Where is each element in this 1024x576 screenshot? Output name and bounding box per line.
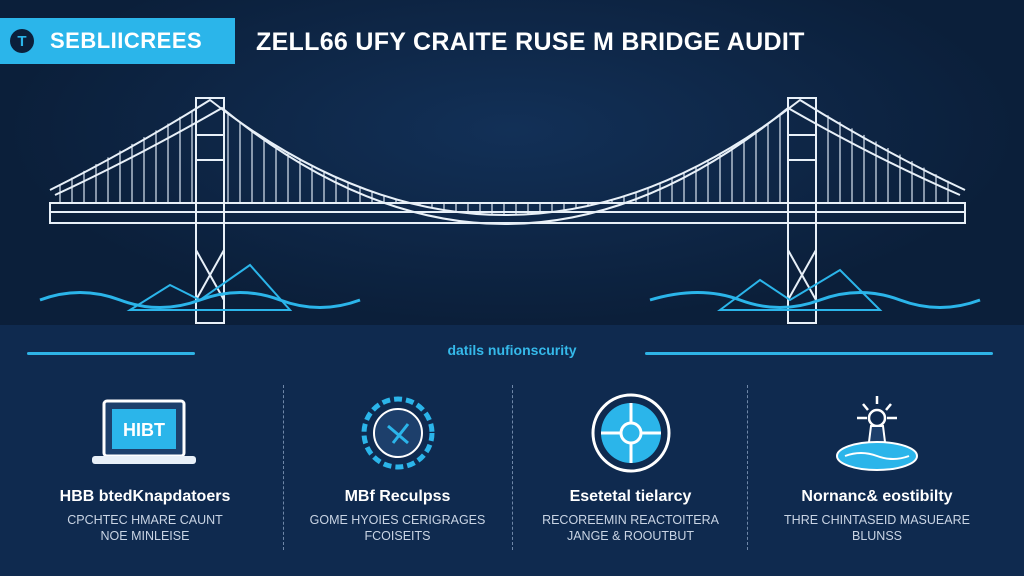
tower-right (787, 97, 817, 324)
page-title: ZELL66 UFY CRAITE RUSE M BRIDGE AUDIT (256, 28, 805, 56)
feature-title: Nornanc& eostibilty (801, 488, 953, 505)
column-separator (512, 385, 513, 550)
feature-card: Nornanc& eostibilty THRE CHINTASEID MASU… (752, 385, 1002, 544)
feature-card: HIBT HBB btedKnapdatoers CPCHTEC HMARE C… (20, 385, 270, 544)
svg-text:HIBT: HIBT (123, 420, 165, 440)
compass-icon (518, 385, 743, 480)
section-subtitle: datils nufionscurity (447, 342, 577, 358)
divider-left (27, 352, 195, 355)
tower-left (195, 97, 225, 324)
rock-right (717, 268, 883, 311)
laptop-icon: HIBT (20, 385, 270, 480)
feature-title: HBB btedKnapdatoers (59, 488, 231, 505)
brand-badge: T SEBLIICREES (0, 18, 235, 64)
bridge-illustration (39, 97, 981, 324)
column-separator (747, 385, 748, 550)
main-cable (49, 98, 966, 216)
divider-right (645, 352, 993, 355)
rock-left (126, 263, 293, 311)
gear-shield-icon (290, 385, 505, 480)
lighthouse-icon (752, 385, 1002, 480)
feature-title: Esetetal tielarcy (569, 488, 692, 505)
brand-label: SEBLIICREES (50, 28, 203, 53)
column-separator (283, 385, 284, 550)
feature-card: Esetetal tielarcy RECOREEMIN REACTOITERA… (518, 385, 743, 544)
main-cable-inner (54, 106, 961, 225)
brand-icon: T (10, 29, 34, 53)
water-right (649, 291, 981, 309)
feature-title: MBf Reculpss (344, 488, 451, 505)
